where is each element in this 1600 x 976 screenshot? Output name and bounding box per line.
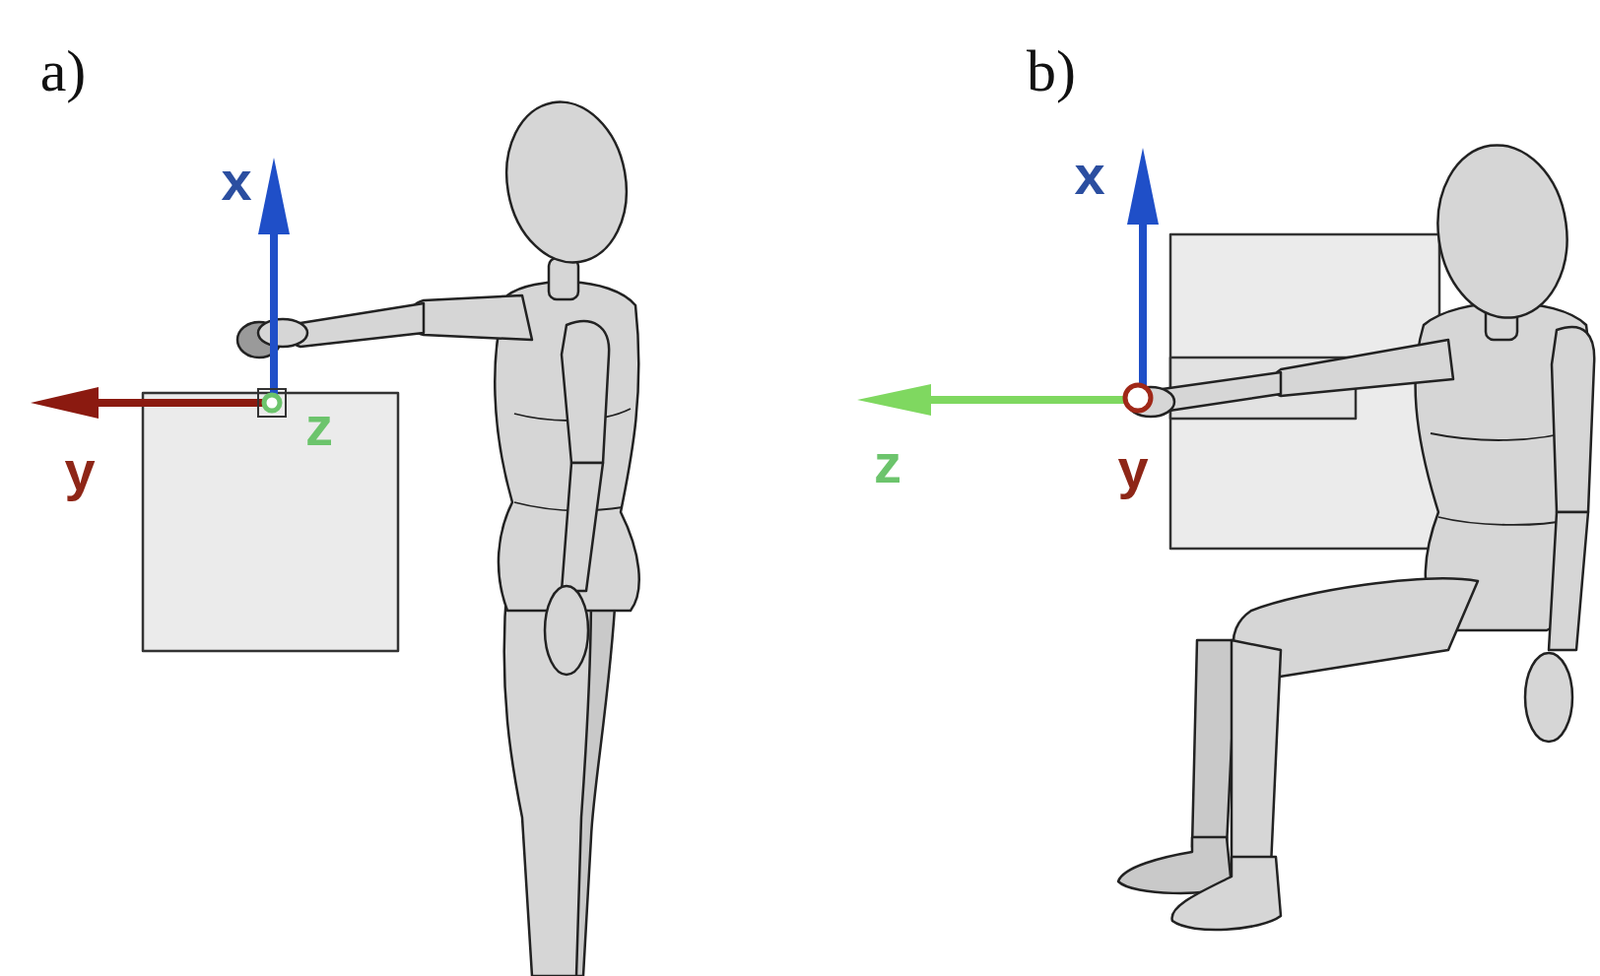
panel-label: b) bbox=[1026, 41, 1076, 101]
axis-label: x bbox=[1073, 147, 1105, 203]
hand bbox=[1525, 653, 1573, 742]
forearm bbox=[293, 303, 425, 347]
panel-b bbox=[1118, 136, 1595, 931]
arrowhead bbox=[857, 384, 932, 416]
axis-label: y bbox=[64, 443, 95, 499]
neck bbox=[548, 258, 579, 300]
axis-label: z bbox=[305, 399, 334, 455]
axes-b bbox=[857, 147, 1159, 416]
upper-arm bbox=[561, 321, 609, 464]
axis-label: y bbox=[1117, 441, 1148, 497]
arrowhead bbox=[30, 387, 99, 419]
x-axis bbox=[1138, 221, 1147, 400]
upper-arm bbox=[1551, 327, 1595, 513]
origin-square bbox=[258, 389, 286, 417]
arrowhead bbox=[1127, 147, 1159, 225]
upper-arm bbox=[1273, 339, 1455, 397]
head bbox=[1426, 136, 1578, 327]
back-shin bbox=[1192, 640, 1237, 848]
upper-arm bbox=[408, 295, 533, 340]
front-leg bbox=[504, 581, 592, 976]
arrowhead bbox=[258, 157, 290, 235]
forearm bbox=[1548, 512, 1589, 651]
panel-label: a) bbox=[40, 41, 87, 101]
hand bbox=[544, 586, 589, 675]
x-axis bbox=[269, 228, 278, 400]
z-axis bbox=[926, 396, 1143, 404]
head bbox=[494, 92, 640, 272]
front-foot bbox=[1172, 857, 1281, 931]
panel-a bbox=[142, 92, 640, 976]
y-axis bbox=[94, 399, 274, 407]
axis-label: x bbox=[220, 153, 252, 209]
z-axis-dot bbox=[264, 395, 280, 411]
y-axis-ring bbox=[1125, 385, 1151, 411]
front-shin bbox=[1231, 640, 1281, 867]
forearm bbox=[561, 463, 603, 592]
hand bbox=[258, 319, 308, 347]
axis-label: z bbox=[873, 436, 902, 492]
box bbox=[142, 393, 399, 652]
